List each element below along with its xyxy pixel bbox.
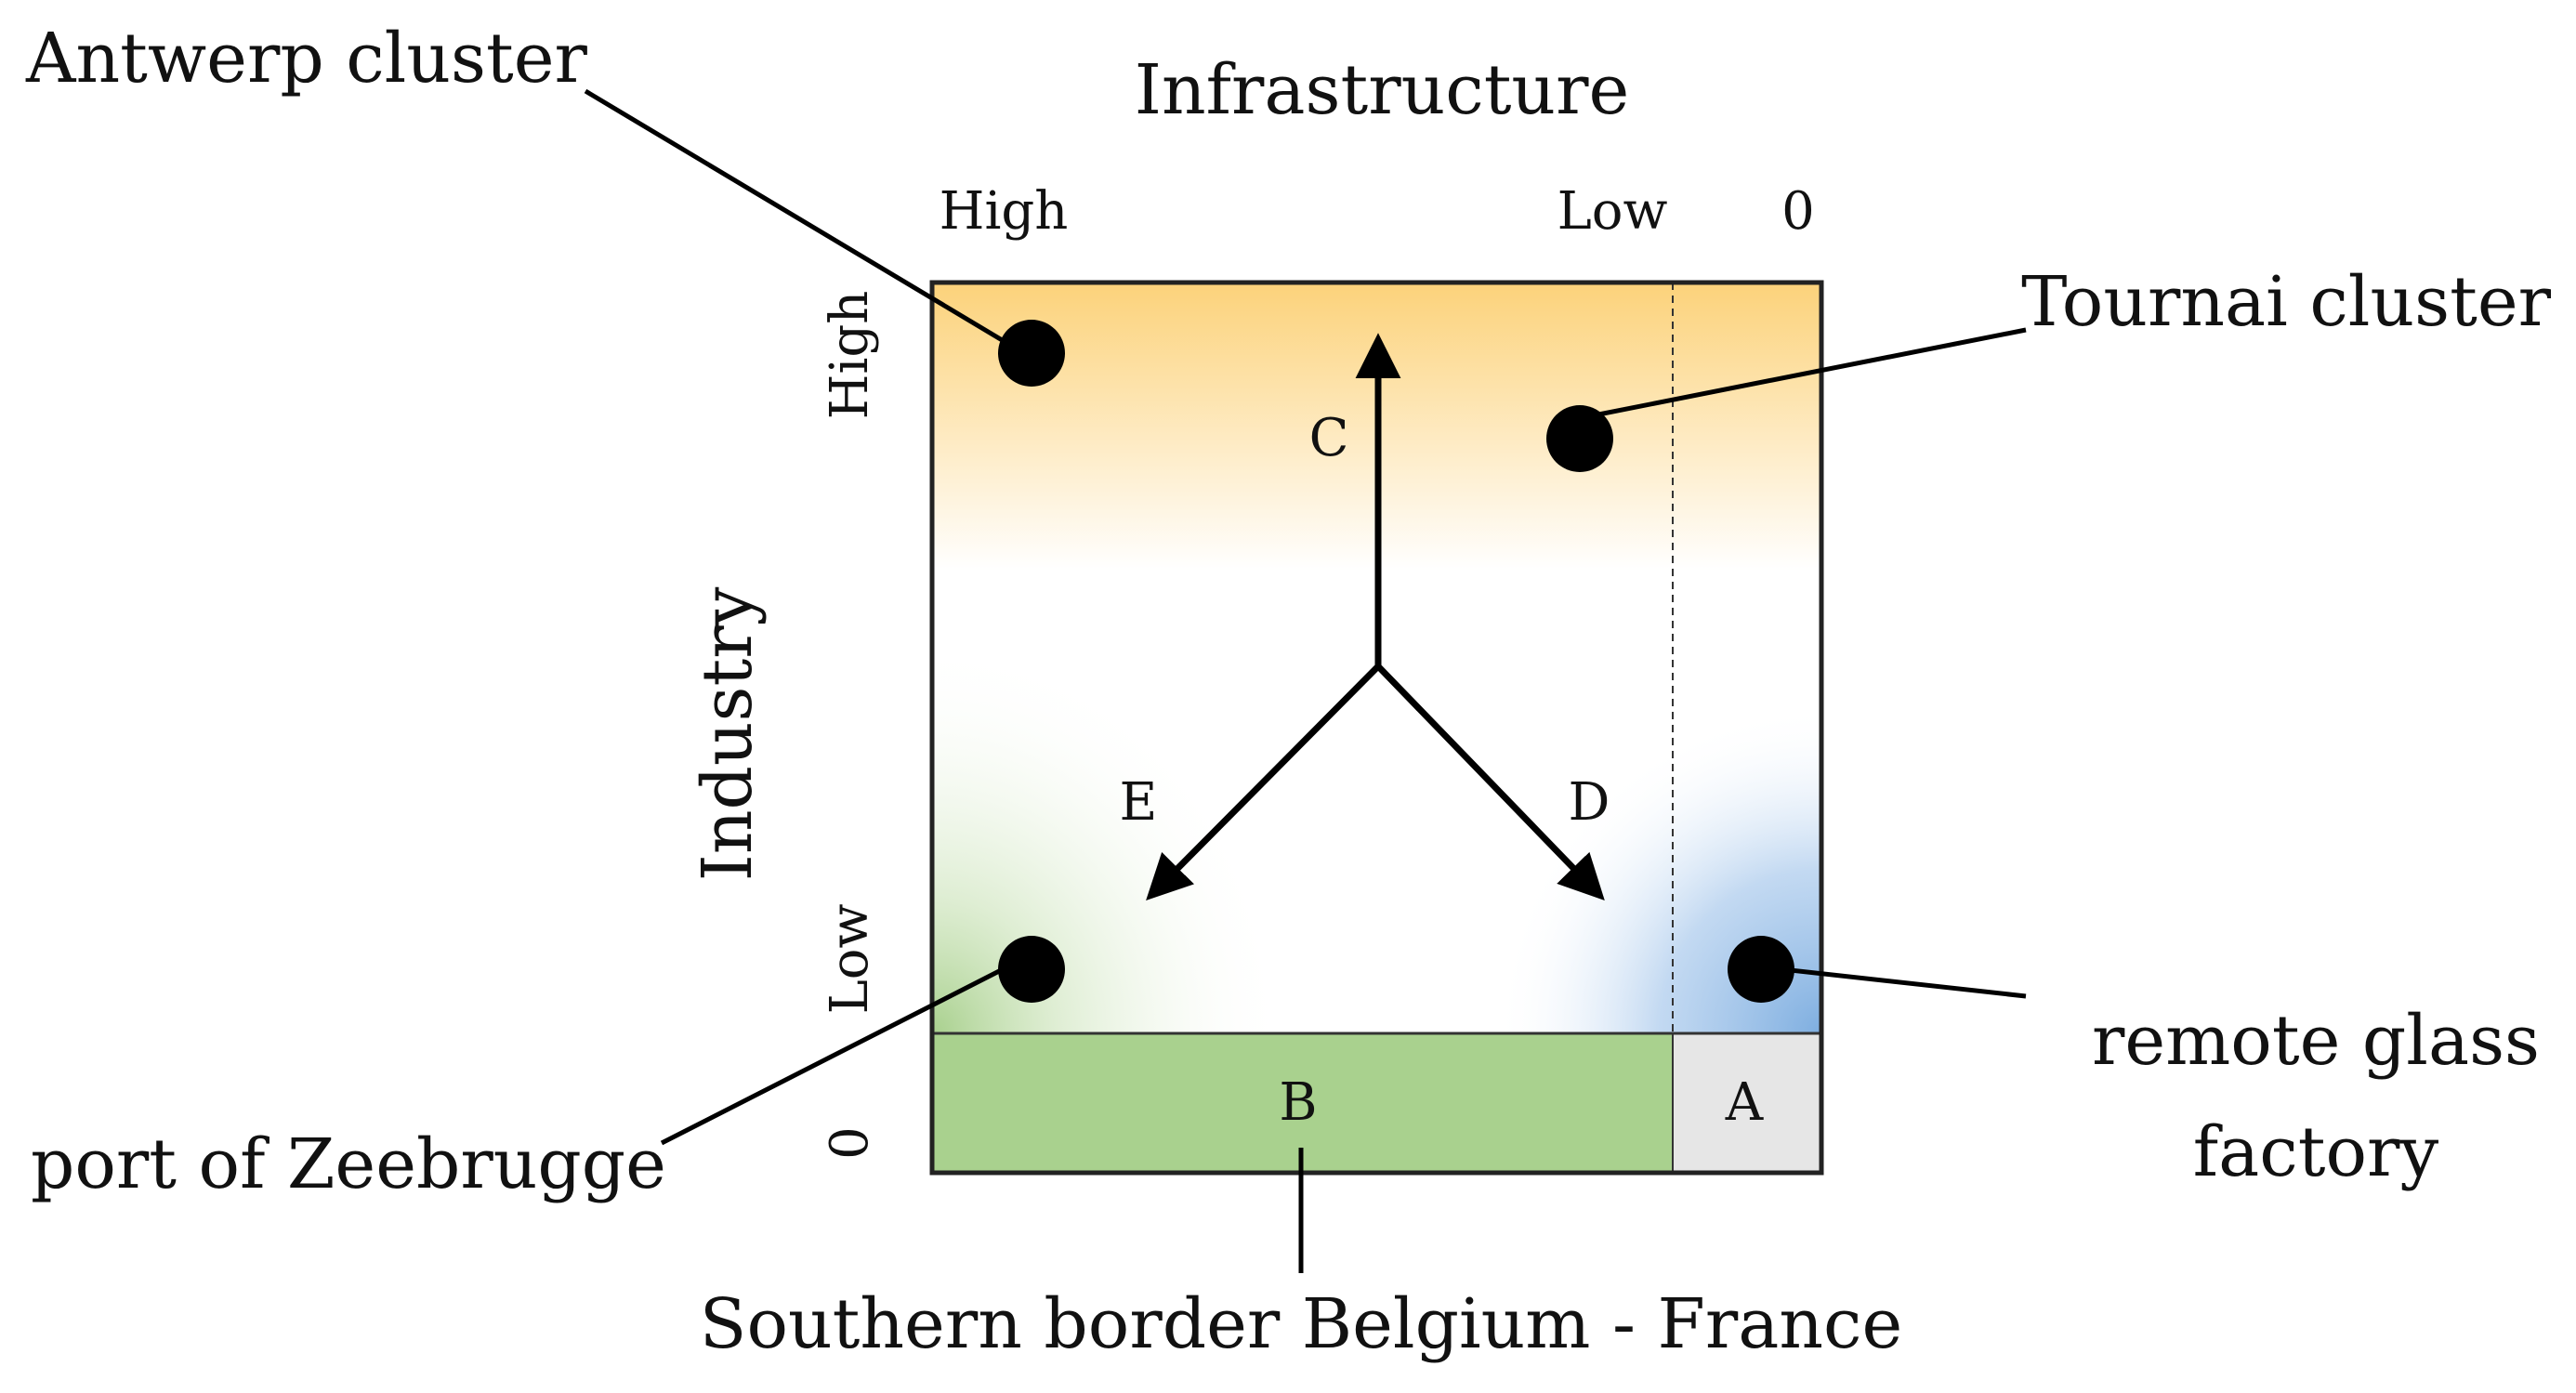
arrow-d	[1375, 664, 1605, 901]
antwerp-cluster-label: Antwerp cluster	[25, 19, 588, 99]
arrow-label-d: D	[1569, 772, 1610, 833]
zone-b-label: B	[1279, 1072, 1317, 1133]
zone-a-rect	[1673, 1033, 1821, 1173]
arrow-e	[1146, 664, 1381, 900]
matrix-frame	[929, 280, 1824, 1176]
x-axis-title: Infrastructure	[1135, 50, 1630, 130]
y-tick-low: Low	[820, 904, 880, 1015]
zeebrugge-leader-line	[660, 964, 1010, 1146]
tournai-dot	[1546, 405, 1613, 472]
x-tick-zero: 0	[1781, 181, 1815, 242]
tournai-leader-line	[1579, 327, 2027, 421]
x-tick-low: Low	[1557, 181, 1668, 242]
glass-factory-label-line2: factory	[2193, 1112, 2439, 1192]
zone-a-label: A	[1725, 1072, 1764, 1133]
arrow-label-c: C	[1309, 408, 1349, 468]
zeebrugge-dot	[998, 936, 1065, 1003]
tournai-cluster-label: Tournai cluster	[2021, 262, 2551, 342]
y-axis-title: Industry	[688, 586, 768, 881]
glass-factory-label-line1: remote glass	[2092, 1001, 2540, 1081]
glass-factory-leader-line	[1755, 964, 2027, 999]
y-tick-high: High	[820, 291, 880, 420]
y-tick-zero: 0	[820, 1126, 880, 1160]
glass-factory-dot	[1728, 936, 1794, 1003]
southern-border-label: Southern border Belgium - France	[700, 1284, 1903, 1364]
antwerp-dot	[998, 320, 1065, 387]
arrow-label-e: E	[1120, 772, 1158, 833]
x-tick-high: High	[940, 181, 1069, 242]
zeebrugge-label: port of Zeebrugge	[31, 1124, 666, 1204]
low-industry-green-shading	[932, 641, 1285, 1033]
antwerp-leader-line	[584, 88, 1010, 347]
